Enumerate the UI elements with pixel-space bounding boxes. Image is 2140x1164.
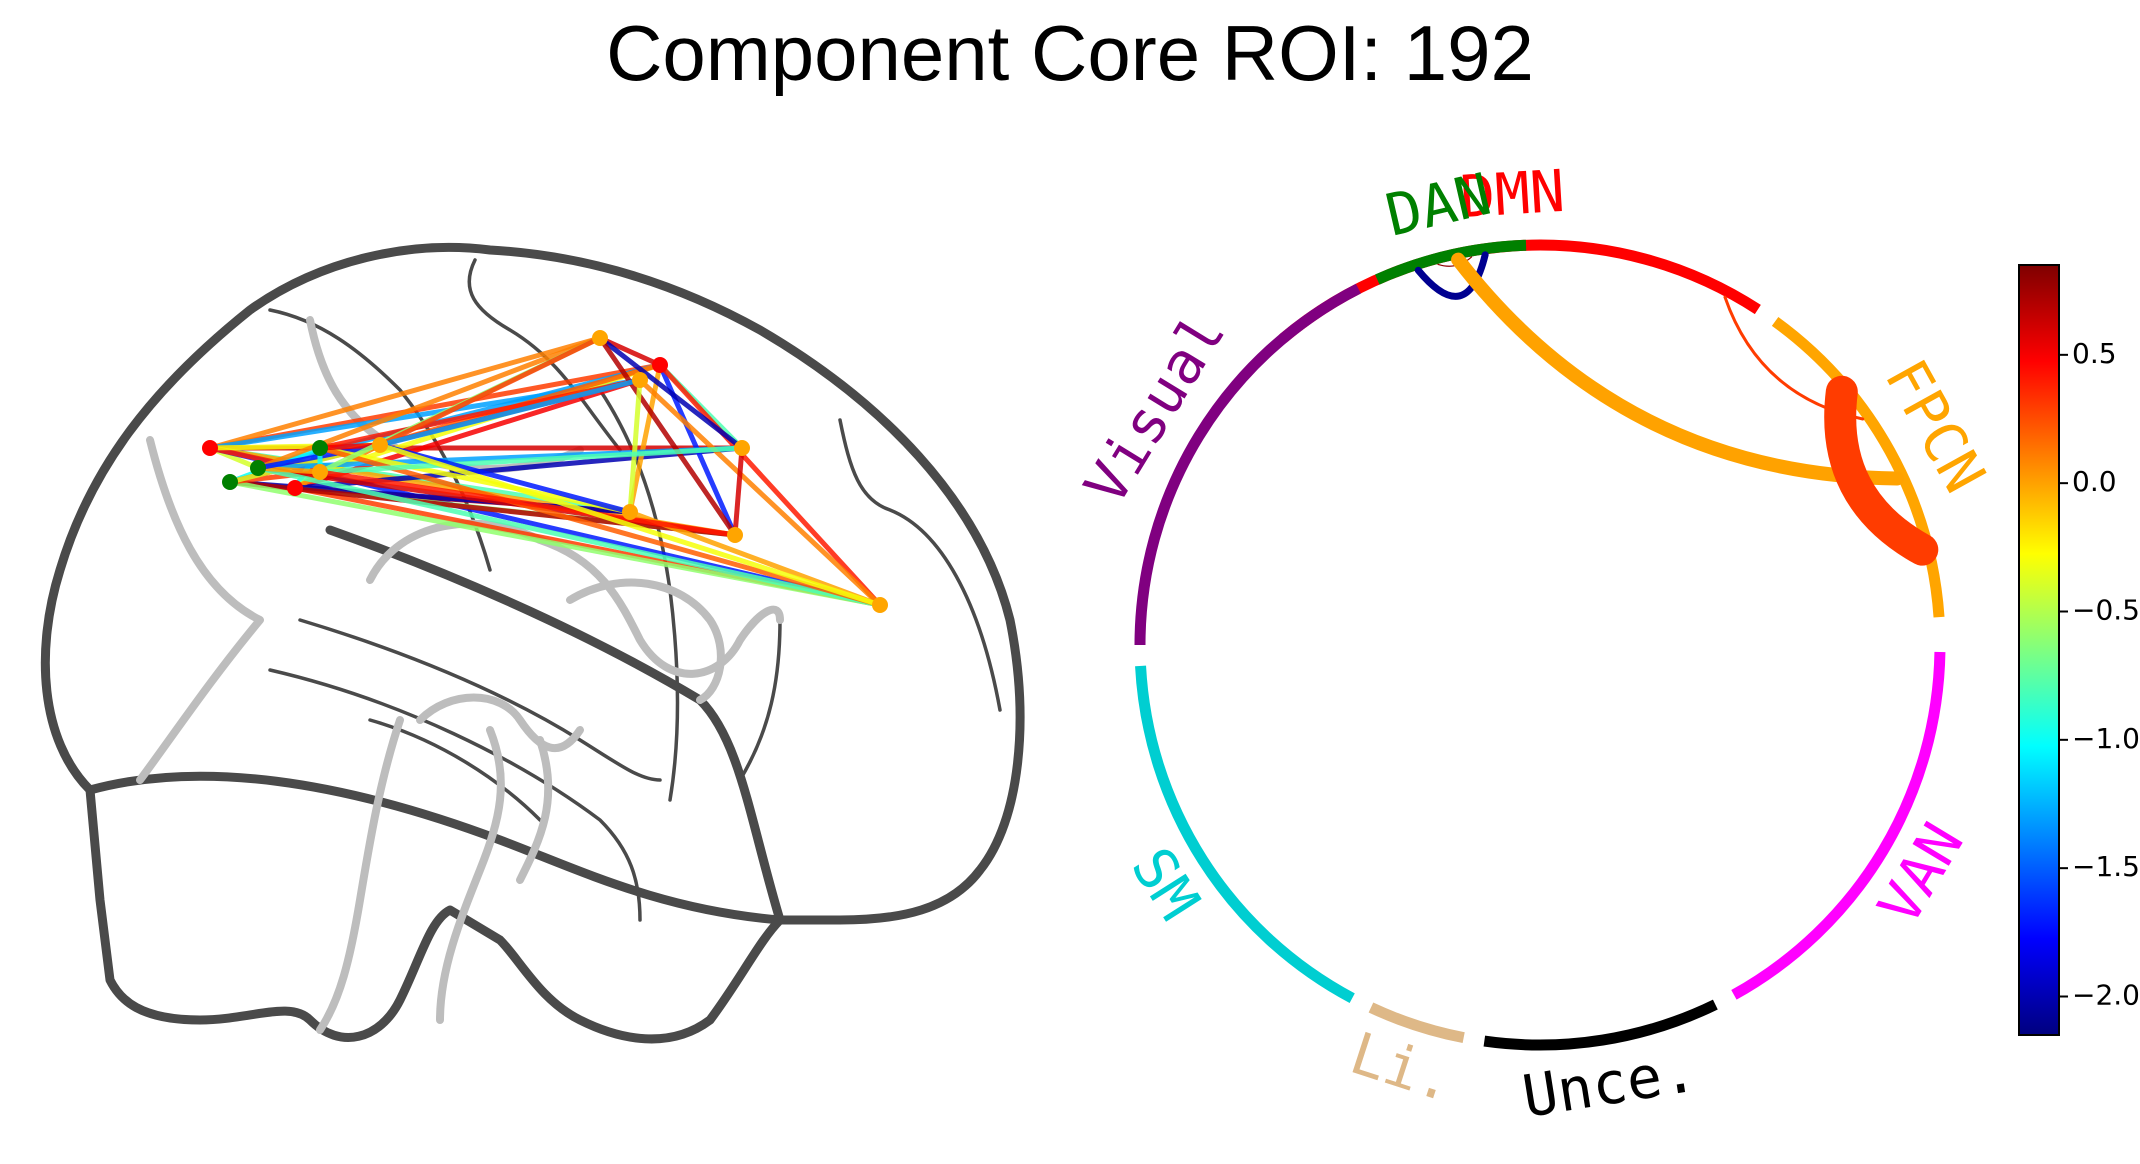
network-label-unce: Unce. xyxy=(1518,1036,1701,1130)
brain-edge xyxy=(319,445,631,515)
colorbar-tick-label: 0.5 xyxy=(2072,337,2117,370)
brain-edge xyxy=(378,335,602,448)
brain-node-dan xyxy=(312,440,328,456)
brain-edge xyxy=(257,465,321,475)
colorbar-tick-label: −2.0 xyxy=(2072,979,2140,1012)
network-arc-fpcn xyxy=(1771,316,1945,618)
brain-node-dan xyxy=(250,460,266,476)
colorbar-fill xyxy=(2018,264,2060,1036)
brain-edge xyxy=(598,336,744,450)
colorbar-tick-label: 0.0 xyxy=(2072,465,2117,498)
brain-edge xyxy=(319,445,881,608)
brain-node-fpcn xyxy=(312,464,328,480)
brain-midline-structure xyxy=(316,716,404,1034)
brain-sulcus xyxy=(738,618,782,782)
network-arc-sm xyxy=(1135,665,1355,1004)
network-arc-dan xyxy=(1375,239,1527,285)
brain-node-dan xyxy=(222,474,238,490)
colorbar-tick-label: −1.5 xyxy=(2072,850,2140,883)
brain-node-fpcn xyxy=(622,504,638,520)
brain-edge xyxy=(319,445,743,475)
brain-sulcus xyxy=(838,418,1002,712)
colorbar-tick-label: −1.0 xyxy=(2072,722,2140,755)
network-arc-visual xyxy=(1134,283,1361,646)
connection-dan-fpcn xyxy=(1451,252,1905,486)
brain-node-dmn xyxy=(202,440,218,456)
brain-node-dmn xyxy=(287,480,303,496)
brain-nodes xyxy=(202,330,888,613)
brain-edge xyxy=(229,479,736,538)
brain-midline-structure xyxy=(416,693,584,753)
figure-title: Component Core ROI: 192 xyxy=(606,9,1534,97)
brain-node-dmn xyxy=(652,357,668,373)
brain-midline-structure xyxy=(436,726,505,1024)
brain-sulcus xyxy=(268,668,642,922)
network-label-dmn: DMN xyxy=(1458,157,1567,231)
network-label-van: VAN xyxy=(1865,811,1977,936)
brain-edge xyxy=(229,479,881,608)
colorbar-ticks: 0.5 0.0 −0.5 −1.0 −1.5 −2.0 xyxy=(2059,337,2140,1012)
network-arc-van xyxy=(1731,651,1946,1000)
network-connections xyxy=(1414,251,1939,566)
brain-edge xyxy=(598,335,662,368)
brain-edge xyxy=(257,465,881,608)
brain-midline-structure xyxy=(516,736,553,884)
network-arcs xyxy=(1134,239,1946,1051)
brain-edges xyxy=(209,335,882,608)
network-arc-li xyxy=(1368,1002,1465,1044)
connection-dan-dan xyxy=(1414,251,1489,300)
brain-sulcus xyxy=(467,258,622,452)
network-label-dan: DAN xyxy=(1380,160,1497,250)
brain-outline xyxy=(40,243,1025,1044)
brain-sulcus xyxy=(268,308,492,572)
brain-edge xyxy=(638,378,882,607)
brain-edge xyxy=(732,447,745,536)
brain-node-fpcn xyxy=(592,330,608,346)
brain-edge xyxy=(209,335,601,451)
colorbar-tick-label: −0.5 xyxy=(2072,594,2140,627)
connection-fpcn-fpcn xyxy=(1824,375,1939,566)
brain-edge xyxy=(597,336,738,537)
brain-edge xyxy=(658,363,882,607)
brain-midline-structure xyxy=(566,578,725,704)
brain-edge xyxy=(627,364,663,513)
brain-midline-structure xyxy=(136,436,264,784)
brain-node-fpcn xyxy=(372,437,388,453)
brain-node-fpcn xyxy=(734,440,750,456)
brain-edge xyxy=(379,377,641,448)
brain-sulcus xyxy=(298,618,662,782)
network-arc-unce xyxy=(1483,999,1718,1051)
brain-edge xyxy=(379,442,881,608)
brain-edge xyxy=(319,469,736,538)
brain-node-fpcn xyxy=(632,372,648,388)
brain-connectome-panel xyxy=(40,243,1025,1044)
brain-node-fpcn xyxy=(727,527,743,543)
colorbar: 0.5 0.0 −0.5 −1.0 −1.5 −2.0 xyxy=(2018,264,2140,1036)
brain-outer-contour xyxy=(40,243,1025,1044)
brain-node-fpcn xyxy=(872,597,888,613)
brain-edge xyxy=(627,379,643,513)
